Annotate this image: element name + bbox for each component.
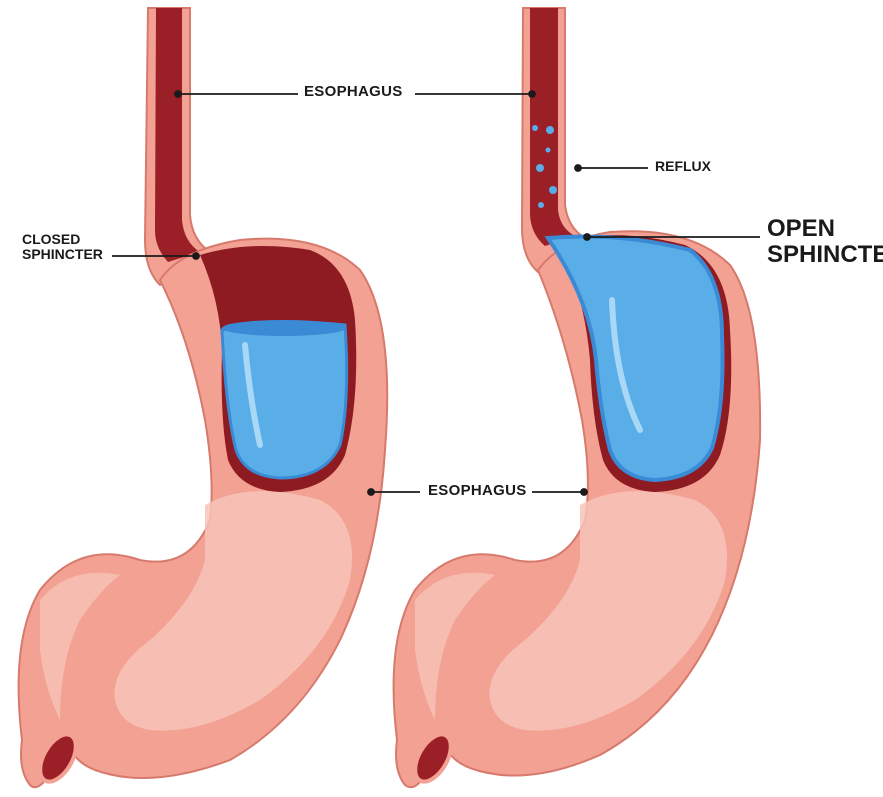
label-esophagus-middle: ESOPHAGUS [428, 483, 527, 500]
leader-dot [368, 489, 374, 495]
reflux-bubble [546, 126, 554, 134]
left-acid-surface [222, 320, 346, 336]
leader-dot [529, 91, 535, 97]
label-closed-sphincter: CLOSED SPHINCTER [22, 232, 103, 263]
leader-dot [575, 165, 581, 171]
reflux-bubble [532, 125, 538, 131]
leader-dot [581, 489, 587, 495]
left-acid-pool [222, 322, 347, 478]
reflux-bubble [538, 202, 544, 208]
left-esophagus-lumen [155, 8, 200, 262]
leader-dot [193, 253, 199, 259]
leader-dot [584, 234, 590, 240]
left-stomach [19, 8, 388, 788]
leader-dot [175, 91, 181, 97]
reflux-bubble [536, 164, 544, 172]
label-esophagus-top: ESOPHAGUS [304, 84, 403, 101]
right-stomach [394, 8, 761, 788]
label-reflux: REFLUX [655, 159, 711, 174]
label-open-sphincter: OPEN SPHINCTER [767, 216, 883, 269]
reflux-bubble [546, 148, 551, 153]
reflux-bubble [549, 186, 557, 194]
